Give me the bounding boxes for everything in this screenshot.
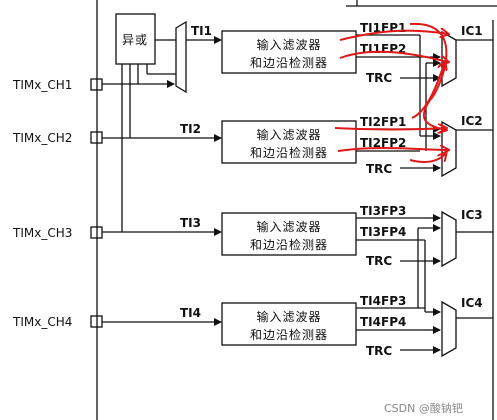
ti2fp1-label: TI2FP1 xyxy=(360,115,406,129)
ch4-label: TIMx_CH4 xyxy=(12,315,72,329)
ti3fp3-label: TI3FP3 xyxy=(360,204,406,218)
filter-box-4: 输入滤波器 和边沿检测器 xyxy=(221,302,357,346)
ti1-mux xyxy=(175,20,187,94)
filter-box-1: 输入滤波器 和边沿检测器 xyxy=(221,30,357,74)
ic3-label: IC3 xyxy=(461,208,483,222)
trc-label-4: TRC xyxy=(366,344,392,358)
ch2-label: TIMx_CH2 xyxy=(12,131,72,145)
svg-text:和边沿检测器: 和边沿检测器 xyxy=(250,327,328,342)
svg-text:和边沿检测器: 和边沿检测器 xyxy=(250,55,328,70)
filter-box-3: 输入滤波器 和边沿检测器 xyxy=(221,212,357,256)
svg-text:和边沿检测器: 和边沿检测器 xyxy=(250,237,328,252)
ti1fp2-label: TI1FP2 xyxy=(360,42,406,56)
ic2-label: IC2 xyxy=(461,114,483,128)
trc-label-1: TRC xyxy=(366,71,392,85)
watermark: CSDN @酸钠钯 xyxy=(384,401,463,415)
ti2-label: TI2 xyxy=(180,122,201,136)
red-annotation-arrows xyxy=(334,22,448,163)
svg-text:输入滤波器: 输入滤波器 xyxy=(256,127,321,142)
ti4fp3-label: TI4FP3 xyxy=(360,294,406,308)
ic4-label: IC4 xyxy=(461,296,483,310)
ti1-label: TI1 xyxy=(191,24,212,38)
ti3fp4-label: TI3FP4 xyxy=(360,225,406,239)
filter-box-2: 输入滤波器 和边沿检测器 xyxy=(221,120,357,164)
ti4-label: TI4 xyxy=(180,306,201,320)
svg-text:输入滤波器: 输入滤波器 xyxy=(256,309,321,324)
trc-label-3: TRC xyxy=(366,254,392,268)
ch3-label: TIMx_CH3 xyxy=(12,226,72,240)
ic4-mux xyxy=(441,300,457,358)
xor-label: 异或 xyxy=(122,33,148,47)
trc-label-2: TRC xyxy=(366,162,392,176)
ti2fp2-label: TI2FP2 xyxy=(360,136,406,150)
ic3-mux xyxy=(441,210,457,268)
xor-box xyxy=(115,13,156,65)
svg-text:输入滤波器: 输入滤波器 xyxy=(256,219,321,234)
svg-text:输入滤波器: 输入滤波器 xyxy=(256,37,321,52)
ch1-label: TIMx_CH1 xyxy=(12,78,72,92)
ti3-label: TI3 xyxy=(180,216,201,230)
ic1-label: IC1 xyxy=(461,24,483,38)
svg-text:和边沿检测器: 和边沿检测器 xyxy=(250,145,328,160)
ti4fp4-label: TI4FP4 xyxy=(360,315,406,329)
